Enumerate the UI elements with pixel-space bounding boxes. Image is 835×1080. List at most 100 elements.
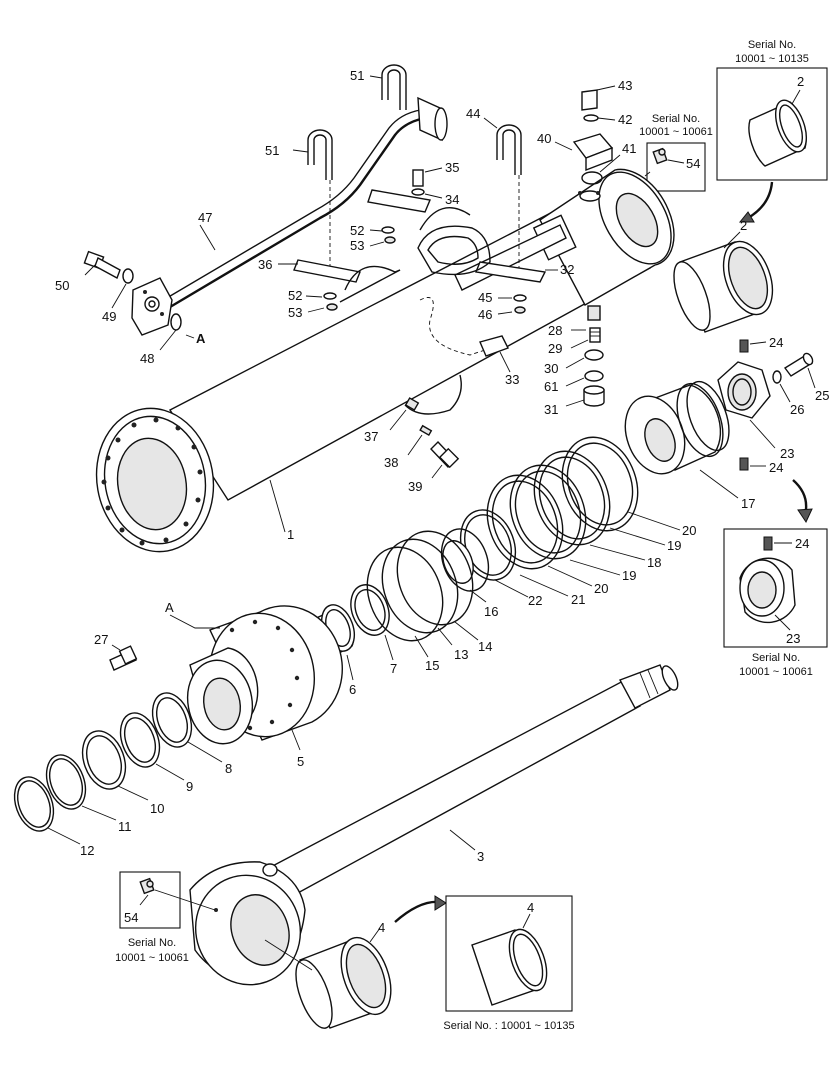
mark-A-top: A	[196, 331, 206, 346]
bolt-35	[411, 169, 425, 196]
clamp-block-40	[572, 89, 614, 172]
label-part-33: 33	[505, 372, 519, 387]
rod-cover-5	[186, 605, 343, 745]
inset-nut-range: 10001 ~ 10061	[739, 666, 813, 678]
label-part-20-b: 20	[594, 581, 608, 596]
label-part-38: 38	[384, 455, 398, 470]
label-part-42: 42	[618, 112, 632, 127]
label-part-44: 44	[466, 106, 480, 121]
inset-grease-nipple-bottom: 54 Serial No. 10001 ~ 10061	[115, 871, 216, 964]
check-valve-stack	[583, 305, 605, 407]
label-part-27: 27	[94, 632, 108, 647]
u-bolt-51-lower	[307, 129, 333, 180]
bushing-2	[673, 240, 774, 333]
label-part-11: 11	[118, 819, 132, 834]
bolt-27	[109, 645, 138, 671]
mark-A-bottom: A	[165, 600, 174, 615]
label-part-6: 6	[349, 682, 356, 697]
lock-nut-23	[717, 361, 771, 419]
label-part-17: 17	[741, 496, 755, 511]
label-part-35: 35	[445, 160, 459, 175]
label-part-53-b: 53	[288, 305, 302, 320]
inset-bushing-top-right: Serial No. 10001 ~ 10135 2	[716, 39, 828, 223]
label-part-34: 34	[445, 192, 459, 207]
label-part-4-inset: 4	[527, 900, 534, 915]
label-part-24-mid: 24	[769, 460, 783, 475]
label-part-5: 5	[297, 754, 304, 769]
label-part-37: 37	[364, 429, 378, 444]
label-part-50: 50	[55, 278, 69, 293]
label-part-19-b: 19	[622, 568, 636, 583]
piston-17	[624, 380, 730, 475]
inset-top-right-title: Serial No.	[748, 39, 796, 51]
label-part-31: 31	[544, 402, 558, 417]
label-part-23-main: 23	[780, 446, 794, 461]
bolt-39	[430, 440, 460, 469]
label-part-2-inset: 2	[797, 74, 804, 89]
label-part-49: 49	[102, 309, 116, 324]
label-part-28: 28	[548, 323, 562, 338]
inset-grease-bottom-title: Serial No.	[128, 937, 176, 949]
inset-nut-title: Serial No.	[752, 652, 800, 664]
label-part-54-top: 54	[686, 156, 700, 171]
rod-seal-rings	[13, 692, 193, 832]
label-part-43: 43	[618, 78, 632, 93]
label-part-23-inset: 23	[786, 631, 800, 646]
inset-grease-top-title: Serial No.	[652, 113, 700, 125]
inset-bushing-bottom-caption: Serial No. : 10001 ~ 10135	[443, 1020, 574, 1032]
bushing-4	[295, 936, 392, 1029]
label-part-32: 32	[560, 262, 574, 277]
label-part-14: 14	[478, 639, 492, 654]
label-part-48: 48	[140, 351, 154, 366]
label-part-54-bottom: 54	[124, 910, 138, 925]
label-part-30: 30	[544, 361, 558, 376]
inset-grease-bottom-range: 10001 ~ 10061	[115, 952, 189, 964]
label-part-7: 7	[390, 661, 397, 676]
label-part-41: 41	[622, 141, 636, 156]
label-part-4-main: 4	[378, 920, 385, 935]
label-part-36: 36	[258, 257, 272, 272]
inset-lock-nut-right: 24 23 Serial No. 10001 ~ 10061	[723, 528, 828, 678]
label-part-46: 46	[478, 307, 492, 322]
label-part-8: 8	[225, 761, 232, 776]
label-part-52-a: 52	[350, 223, 364, 238]
label-part-1: 1	[287, 527, 294, 542]
u-bolt-44	[496, 124, 522, 175]
inset-grease-nipple-top: Serial No. 10001 ~ 10061 54	[639, 113, 713, 192]
bracket-36	[293, 207, 471, 303]
inset-top-right-range: 10001 ~ 10135	[735, 53, 809, 65]
end-flange-bolt-holes	[101, 417, 203, 546]
label-part-51-lower: 51	[265, 143, 279, 158]
label-part-39: 39	[408, 479, 422, 494]
label-part-2-main: 2	[740, 218, 747, 233]
bolt-50	[83, 250, 134, 284]
label-part-3: 3	[477, 849, 484, 864]
u-bolt-51-upper	[381, 64, 407, 110]
label-part-25: 25	[815, 388, 829, 403]
inset-bushing-bottom: 4 Serial No. : 10001 ~ 10135	[443, 895, 575, 1032]
label-part-51-upper: 51	[350, 68, 364, 83]
label-part-22: 22	[528, 593, 542, 608]
label-part-19-a: 19	[667, 538, 681, 553]
label-part-21: 21	[571, 592, 585, 607]
label-part-16: 16	[484, 604, 498, 619]
label-part-12: 12	[80, 843, 94, 858]
cylinder-tube	[95, 168, 675, 553]
label-part-52-b: 52	[288, 288, 302, 303]
label-part-18: 18	[647, 555, 661, 570]
label-part-61: 61	[544, 379, 558, 394]
pipe-line	[131, 96, 448, 336]
piston-seal-rings	[366, 436, 639, 642]
label-part-45: 45	[478, 290, 492, 305]
label-part-24-inset: 24	[795, 536, 809, 551]
piston-rod-3	[189, 664, 679, 986]
label-part-20-a: 20	[682, 523, 696, 538]
label-part-29: 29	[548, 341, 562, 356]
label-part-10: 10	[150, 801, 164, 816]
inset-grease-top-range: 10001 ~ 10061	[639, 126, 713, 138]
label-part-15: 15	[425, 658, 439, 673]
label-part-24-top: 24	[769, 335, 783, 350]
label-part-47: 47	[198, 210, 212, 225]
label-part-13: 13	[454, 647, 468, 662]
